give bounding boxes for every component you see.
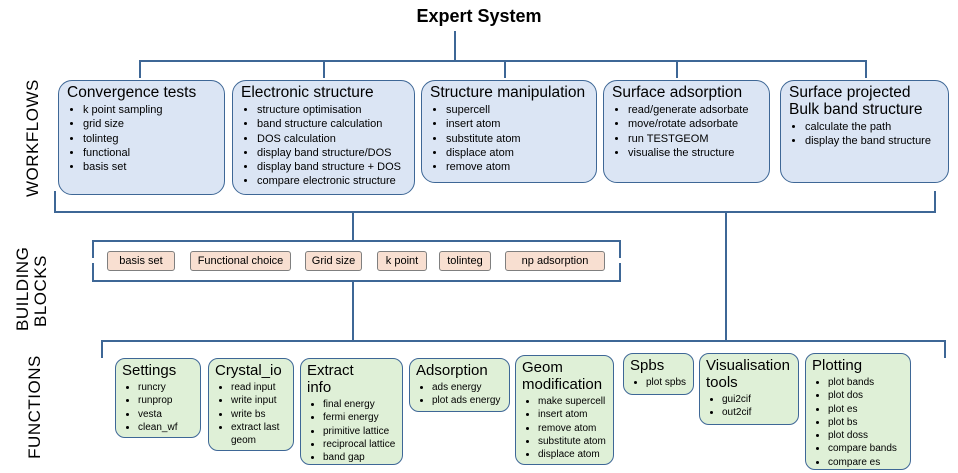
workflow-item: compare electronic structure [257,174,406,188]
workflow-title: Electronic structure [241,84,374,101]
workflow-surface-adsorption: Surface adsorption read/generate adsorba… [603,80,770,183]
function-item: fermi energy [323,411,396,424]
building-block-grid-size: Grid size [305,251,362,271]
function-visualisation-tools: Visualisation tools gui2cif out2cif [699,353,799,425]
function-settings: Settings runcry runprop vesta clean_wf [115,358,201,438]
workflow-item: displace atom [446,146,588,160]
workflow-item: insert atom [446,117,588,131]
function-item: compare es [828,456,904,469]
function-item: plot spbs [646,376,687,389]
function-title: Extract info [307,362,396,396]
function-item: plot bands [828,376,904,389]
workflow-item: structure optimisation [257,103,406,117]
function-item: write input [231,394,287,407]
workflow-item: display band structure/DOS [257,146,406,160]
function-item: plot bs [828,416,904,429]
function-item: read input [231,381,287,394]
function-item: clean_wf [138,421,194,434]
workflow-item: visualise the structure [628,146,761,160]
function-title: Geom modification [522,359,607,393]
function-title-line: info [307,379,332,396]
function-item: make supercell [538,395,607,408]
function-plotting: Plotting plot bands plot dos plot es plo… [805,353,911,470]
function-geom-modification: Geom modification make supercell insert … [515,355,614,465]
function-item: primitive lattice [323,425,396,438]
function-adsorption: Adsorption ads energy plot ads energy [409,358,510,412]
function-title: Visualisation tools [706,357,792,391]
function-item: plot ads energy [432,394,503,407]
function-item: vesta [138,408,194,421]
workflow-item: calculate the path [805,120,940,134]
function-title: Spbs [630,357,665,374]
workflow-title: Surface adsorption [612,84,743,101]
function-item: compare bands [828,442,904,455]
workflow-item: grid size [83,117,216,131]
workflow-title: Surface projected Bulk band structure [789,84,940,118]
building-blocks-label-line: BUILDING [13,246,32,331]
workflow-title: Structure manipulation [430,84,586,101]
workflow-item: display band structure + DOS [257,160,406,174]
function-item: final energy [323,398,396,411]
function-title-line: tools [706,374,738,391]
workflow-item: functional [83,146,216,160]
function-title: Crystal_io [215,362,282,379]
function-item: plot dos [828,389,904,402]
function-item: insert atom [538,408,607,421]
building-block-np-adsorption: np adsorption [505,251,605,271]
workflow-item: read/generate adsorbate [628,103,761,117]
functions-label: FUNCTIONS [25,355,44,459]
workflow-item: basis set [83,160,216,174]
function-item: reciprocal lattice [323,438,396,451]
function-crystal-io: Crystal_io read input write input write … [208,358,294,451]
building-blocks-label: BUILDING BLOCKS [13,246,54,331]
function-item: runcry [138,381,194,394]
function-item: runprop [138,394,194,407]
workflow-title-line: Surface projected [789,84,911,101]
function-title: Plotting [812,357,863,374]
workflow-electronic-structure: Electronic structure structure optimisat… [232,80,415,195]
function-item: ads energy [432,381,503,394]
workflow-item: DOS calculation [257,132,406,146]
function-item: plot doss [828,429,904,442]
function-item: extract last geom [231,421,287,448]
workflow-title: Convergence tests [67,84,197,101]
workflow-item: remove atom [446,160,588,174]
function-item: substitute atom [538,435,607,448]
function-item: write bs [231,408,287,421]
function-title: Settings [122,362,177,379]
function-item: remove atom [538,422,607,435]
workflow-item: tolinteg [83,132,216,146]
building-block-functional-choice: Functional choice [190,251,291,271]
building-block-tolinteg: tolinteg [439,251,491,271]
workflow-item: substitute atom [446,132,588,146]
function-spbs: Spbs plot spbs [623,353,694,395]
workflow-item: band structure calculation [257,117,406,131]
building-blocks-label-line: BLOCKS [31,255,50,327]
function-item: band gap [323,451,396,464]
function-title-line: Geom [522,359,563,376]
workflow-structure-manipulation: Structure manipulation supercell insert … [421,80,597,183]
workflow-surface-projected-bulk-band-structure: Surface projected Bulk band structure ca… [780,80,949,183]
function-title-line: Visualisation [706,357,790,374]
function-item: displace atom [538,448,607,461]
function-item: out2cif [722,406,792,419]
workflow-item: run TESTGEOM [628,132,761,146]
workflow-item: k point sampling [83,103,216,117]
function-title: Adsorption [416,362,488,379]
workflows-label: WORKFLOWS [23,79,42,197]
workflow-item: supercell [446,103,588,117]
function-title-line: modification [522,376,603,393]
function-item: gui2cif [722,393,792,406]
function-extract-info: Extract info final energy fermi energy p… [300,358,403,465]
workflow-item: move/rotate adsorbate [628,117,761,131]
workflow-item: display the band structure [805,134,940,148]
building-block-basis-set: basis set [107,251,175,271]
expert-system-title: Expert System [416,6,542,26]
function-item: plot es [828,403,904,416]
workflow-convergence-tests: Convergence tests k point sampling grid … [58,80,225,195]
function-title-line: Extract [307,362,354,379]
workflow-title-line: Bulk band structure [789,101,923,118]
building-block-k-point: k point [377,251,427,271]
